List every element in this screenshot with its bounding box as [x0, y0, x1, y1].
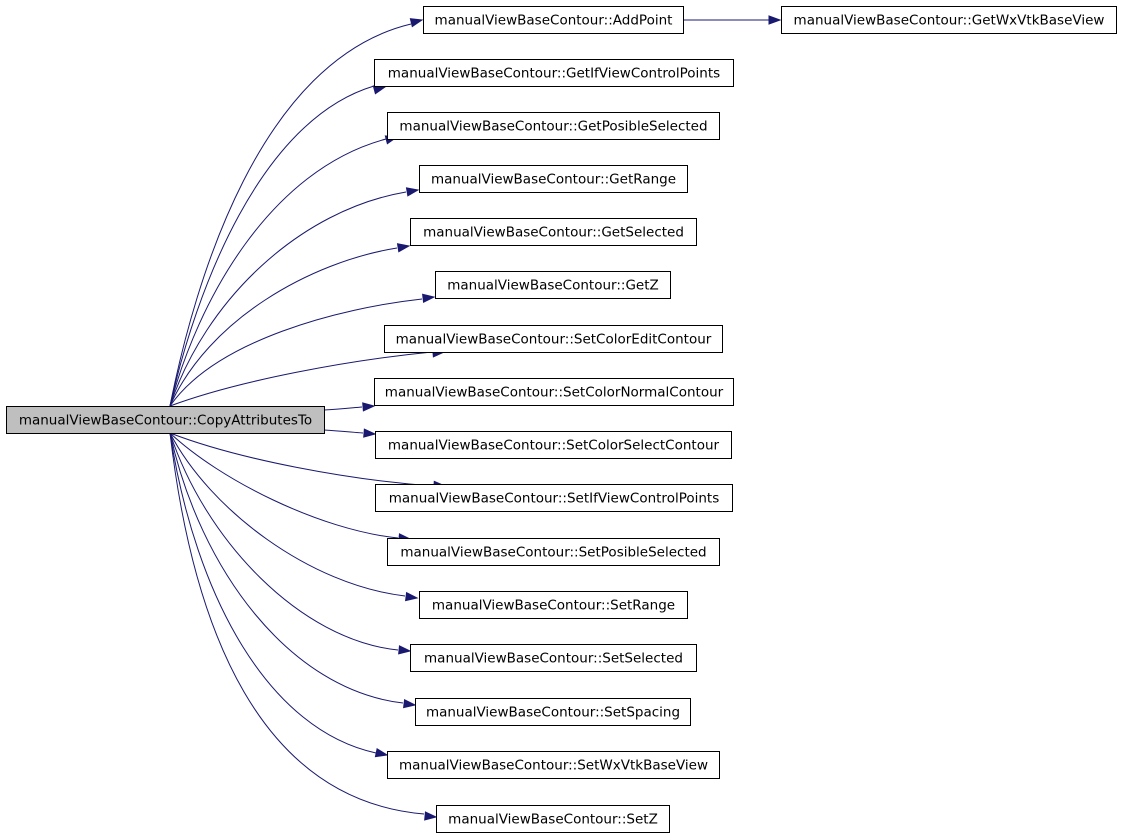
node-setz[interactable]: manualViewBaseContour::SetZ — [436, 805, 670, 833]
node-label-setz: manualViewBaseContour::SetZ — [448, 812, 658, 828]
edge-copy-to-setz — [169, 432, 425, 815]
node-label-setrange: manualViewBaseContour::SetRange — [432, 598, 675, 614]
node-label-getselected: manualViewBaseContour::GetSelected — [423, 225, 684, 241]
arrowhead-getwx — [768, 15, 782, 25]
node-addpoint[interactable]: manualViewBaseContour::AddPoint — [423, 6, 684, 34]
edge-copy-to-getifview — [169, 85, 375, 407]
node-label-setifview: manualViewBaseContour::SetIfViewControlP… — [389, 491, 720, 507]
nodes-layer: manualViewBaseContour::CopyAttributesTom… — [6, 6, 1117, 833]
node-box-setwx[interactable] — [387, 751, 720, 779]
arrowhead-getz — [422, 293, 436, 304]
node-label-setspacing: manualViewBaseContour::SetSpacing — [426, 705, 680, 721]
node-copy[interactable]: manualViewBaseContour::CopyAttributesTo — [6, 406, 325, 434]
node-box-setcoloredit[interactable] — [384, 325, 723, 353]
node-setcolorselect[interactable]: manualViewBaseContour::SetColorSelectCon… — [375, 431, 732, 459]
arrowhead-setcolorselect — [363, 428, 377, 438]
edge-copy-to-getposible — [169, 138, 387, 407]
node-box-setcolornormal[interactable] — [374, 378, 734, 406]
node-box-setrange[interactable] — [419, 591, 688, 619]
node-label-getifview: manualViewBaseContour::GetIfViewControlP… — [388, 66, 720, 82]
edge-copy-to-setifview — [169, 432, 434, 487]
node-box-setposible[interactable] — [387, 538, 720, 566]
node-box-getselected[interactable] — [410, 218, 697, 246]
edge-copy-to-setselected — [169, 432, 399, 651]
edge-copy-to-getz — [169, 298, 423, 407]
node-label-setselected: manualViewBaseContour::SetSelected — [424, 651, 683, 667]
node-getifview[interactable]: manualViewBaseContour::GetIfViewControlP… — [374, 59, 734, 87]
edge-copy-to-getrange — [169, 191, 407, 407]
arrowhead-setspacing — [403, 698, 417, 709]
arrowhead-setz — [424, 811, 438, 821]
arrowhead-getrange — [405, 187, 420, 197]
node-label-copy: manualViewBaseContour::CopyAttributesTo — [19, 413, 312, 429]
node-getwx[interactable]: manualViewBaseContour::GetWxVtkBaseView — [781, 6, 1117, 34]
node-setrange[interactable]: manualViewBaseContour::SetRange — [419, 591, 688, 619]
node-box-getz[interactable] — [435, 271, 671, 299]
node-box-getwx[interactable] — [781, 6, 1117, 34]
node-label-addpoint: manualViewBaseContour::AddPoint — [435, 13, 673, 29]
node-getrange[interactable]: manualViewBaseContour::GetRange — [419, 165, 688, 193]
edges-layer — [169, 15, 782, 821]
arrowhead-setselected — [398, 645, 412, 655]
node-box-getifview[interactable] — [374, 59, 734, 87]
node-label-getposible: manualViewBaseContour::GetPosibleSelecte… — [399, 119, 707, 135]
node-box-getrange[interactable] — [419, 165, 688, 193]
edge-copy-to-setcolornormal — [323, 406, 363, 411]
edge-copy-to-addpoint — [169, 23, 412, 407]
node-box-addpoint[interactable] — [423, 6, 684, 34]
arrowhead-getifview — [372, 85, 387, 95]
edge-copy-to-setcoloredit — [169, 351, 433, 407]
arrowhead-setrange — [405, 591, 419, 602]
node-label-getz: manualViewBaseContour::GetZ — [447, 278, 659, 294]
node-box-setspacing[interactable] — [415, 698, 691, 726]
node-setwx[interactable]: manualViewBaseContour::SetWxVtkBaseView — [387, 751, 720, 779]
node-box-setcolorselect[interactable] — [375, 431, 732, 459]
edge-copy-to-setspacing — [169, 432, 404, 704]
node-getselected[interactable]: manualViewBaseContour::GetSelected — [410, 218, 697, 246]
node-setcolornormal[interactable]: manualViewBaseContour::SetColorNormalCon… — [374, 378, 734, 406]
node-box-setz[interactable] — [436, 805, 670, 833]
edge-copy-to-setwx — [169, 432, 377, 754]
edge-copy-to-setposible — [169, 432, 399, 539]
node-label-getrange: manualViewBaseContour::GetRange — [431, 172, 676, 188]
node-label-setcolorselect: manualViewBaseContour::SetColorSelectCon… — [388, 438, 720, 454]
node-label-setwx: manualViewBaseContour::SetWxVtkBaseView — [399, 758, 708, 774]
node-box-setselected[interactable] — [410, 644, 697, 672]
arrowhead-setcolornormal — [362, 402, 376, 412]
node-setspacing[interactable]: manualViewBaseContour::SetSpacing — [415, 698, 691, 726]
node-setposible[interactable]: manualViewBaseContour::SetPosibleSelecte… — [387, 538, 720, 566]
node-setifview[interactable]: manualViewBaseContour::SetIfViewControlP… — [375, 484, 733, 512]
arrowhead-getselected — [396, 243, 411, 253]
arrowhead-addpoint — [409, 18, 424, 28]
node-label-setcolornormal: manualViewBaseContour::SetColorNormalCon… — [385, 385, 724, 401]
node-getposible[interactable]: manualViewBaseContour::GetPosibleSelecte… — [387, 112, 720, 140]
arrowhead-setwx — [374, 747, 389, 758]
node-box-copy[interactable] — [6, 406, 325, 434]
edge-copy-to-setrange — [169, 432, 406, 597]
node-label-setposible: manualViewBaseContour::SetPosibleSelecte… — [400, 545, 706, 561]
node-label-getwx: manualViewBaseContour::GetWxVtkBaseView — [794, 13, 1105, 29]
node-setcoloredit[interactable]: manualViewBaseContour::SetColorEditConto… — [384, 325, 723, 353]
node-label-setcoloredit: manualViewBaseContour::SetColorEditConto… — [396, 332, 712, 348]
node-setselected[interactable]: manualViewBaseContour::SetSelected — [410, 644, 697, 672]
edge-copy-to-getselected — [169, 247, 398, 407]
edge-copy-to-setcolorselect — [323, 429, 364, 434]
node-box-setifview[interactable] — [375, 484, 733, 512]
node-box-getposible[interactable] — [387, 112, 720, 140]
node-getz[interactable]: manualViewBaseContour::GetZ — [435, 271, 671, 299]
